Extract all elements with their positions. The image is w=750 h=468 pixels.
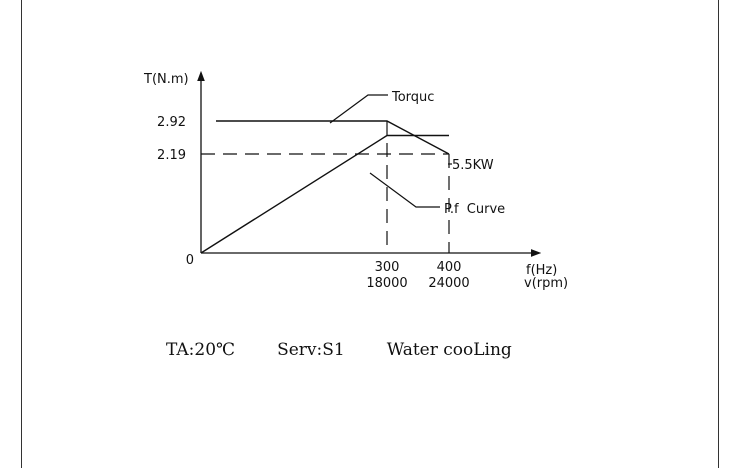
x-axis-label-secondary: v(rpm) bbox=[524, 276, 568, 291]
cooling-method: Water cooLing bbox=[386, 340, 512, 360]
y-tick-label: 2.92 bbox=[157, 115, 186, 130]
torque-curve-line bbox=[216, 120, 450, 155]
x-axis-label-primary: f(Hz) bbox=[526, 263, 557, 278]
frame-right-border bbox=[718, 0, 719, 468]
annotation-power: 5.5KW bbox=[452, 158, 494, 173]
x-tick-label-hz: 300 bbox=[375, 260, 400, 275]
power-curve-line bbox=[200, 134, 449, 254]
operating-conditions: TA:20℃ Serv:S1 Water cooLing bbox=[166, 340, 512, 360]
frame-left-border bbox=[21, 0, 22, 468]
origin-label: 0 bbox=[186, 253, 194, 268]
ambient-temperature: TA:20℃ bbox=[166, 340, 236, 360]
y-axis-label: T(N.m) bbox=[143, 72, 189, 87]
annotation-torquc: Torquc bbox=[391, 90, 434, 105]
torque-chart: T(N.m) 0 f(Hz) v(rpm) 2.92 2.19 300 1800… bbox=[143, 70, 568, 291]
annotation-pf-curve: P.f Curve bbox=[444, 202, 505, 217]
x-tick-label-rpm: 18000 bbox=[366, 276, 407, 291]
service-duty: Serv:S1 bbox=[277, 340, 345, 360]
x-tick-label-hz: 400 bbox=[437, 260, 462, 275]
annotation-leader-pf bbox=[369, 172, 440, 208]
x-tick-label-rpm: 24000 bbox=[428, 276, 469, 291]
annotation-leader-torquc bbox=[329, 94, 388, 124]
y-tick-label: 2.19 bbox=[157, 148, 186, 163]
